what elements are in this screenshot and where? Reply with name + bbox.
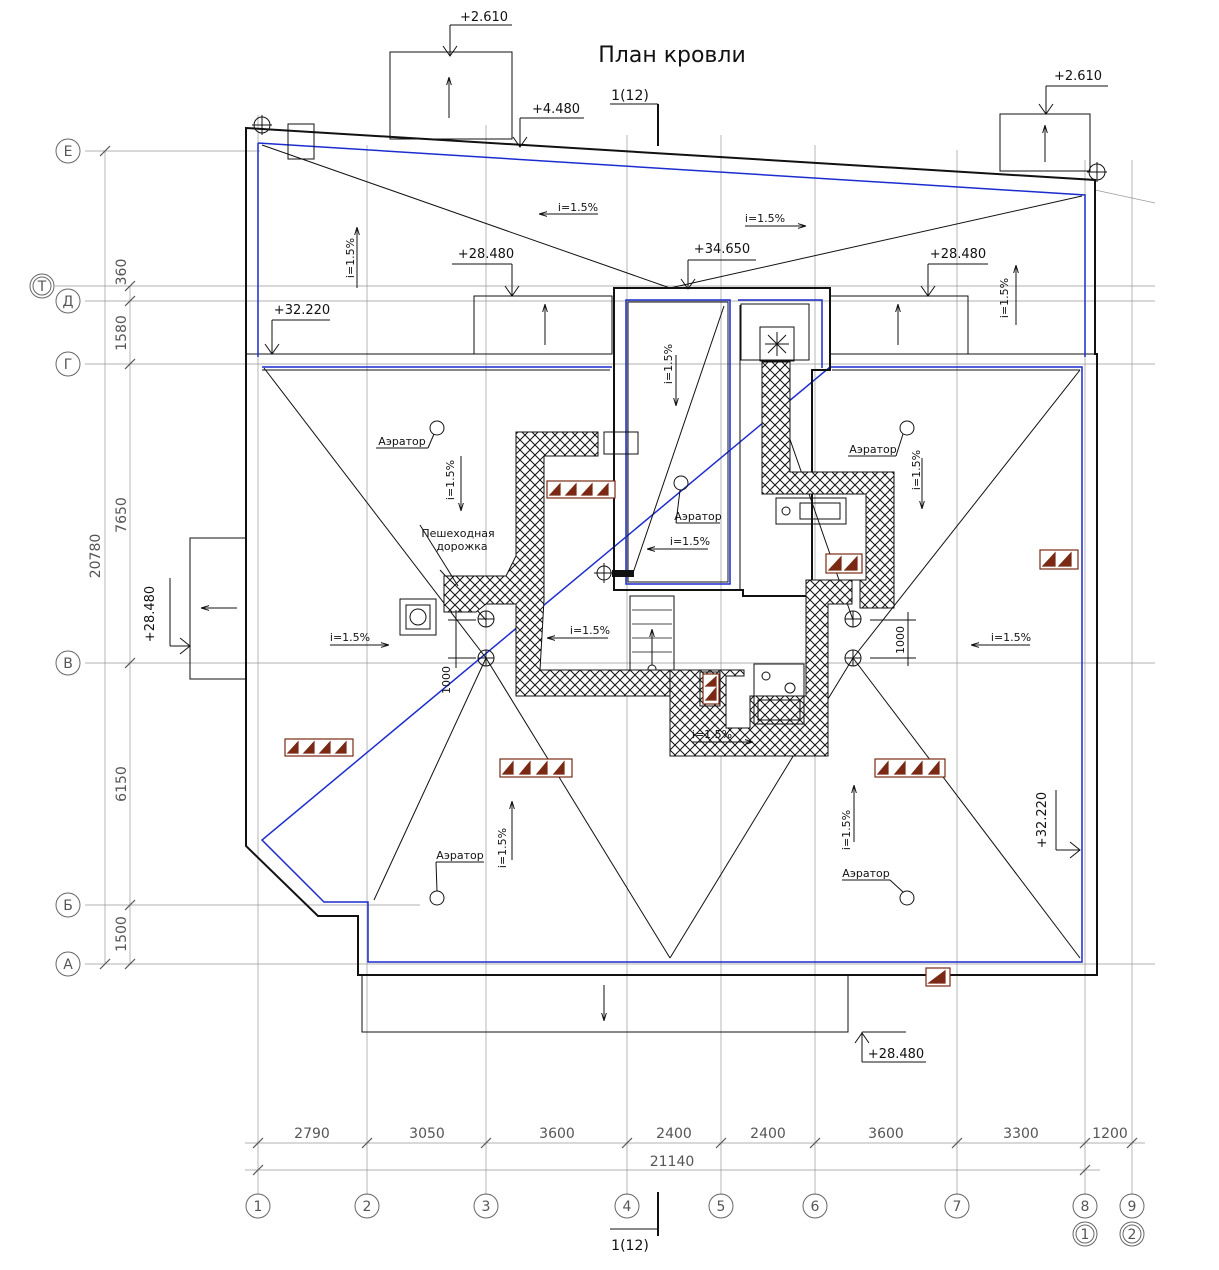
- elev-10: +28.480: [868, 1047, 924, 1062]
- dim-1200: 1200: [1092, 1126, 1128, 1142]
- elev-5: +28.480: [458, 247, 514, 262]
- dim-3600b: 3600: [868, 1126, 904, 1142]
- svg-text:Пешеходная: Пешеходная: [421, 527, 494, 540]
- dim-3050: 3050: [409, 1126, 445, 1142]
- horizontal-grid-lines: [55, 150, 1156, 965]
- axis-row-G: Г: [64, 357, 73, 373]
- axis-row-T: Т: [37, 279, 47, 295]
- slope-1: i=1.5%: [558, 201, 598, 214]
- dim-3300: 3300: [1003, 1126, 1039, 1142]
- slope-7: i=1.5%: [910, 450, 923, 490]
- slope-6: i=1.5%: [444, 460, 457, 500]
- bottom-dimensions: 2790 3050 3600 2400 2400 3600 3300 1200 …: [245, 1126, 1145, 1176]
- dim-20780: 20780: [88, 534, 104, 579]
- elev-1: +2.610: [460, 10, 508, 25]
- central-shaft: [594, 287, 831, 674]
- lower-ridge-lines: [263, 364, 1081, 959]
- axis-row-B: Б: [63, 898, 73, 914]
- dim-2400a: 2400: [656, 1126, 692, 1142]
- dim-1000-marks: 1000 1000: [440, 610, 916, 694]
- slope-11: i=1.5%: [991, 631, 1031, 644]
- axis-row-A: А: [63, 957, 73, 973]
- dim-21140: 21140: [650, 1154, 695, 1170]
- svg-text:1(12): 1(12): [611, 1238, 649, 1254]
- aerator-label-3: Аэратор: [674, 510, 721, 523]
- axis-col-5: 5: [717, 1199, 726, 1215]
- roof-drains: [477, 610, 862, 667]
- axis-col-2: 2: [363, 1199, 372, 1215]
- dim-1500: 1500: [114, 916, 130, 952]
- axis-row-E: Е: [64, 144, 73, 160]
- elev-4: +34.650: [694, 242, 750, 257]
- slope-8: i=1.5%: [670, 535, 710, 548]
- axis-col-6: 6: [811, 1199, 820, 1215]
- axis-col-8: 8: [1081, 1199, 1090, 1215]
- svg-text:1(12): 1(12): [611, 88, 649, 104]
- svg-text:1000: 1000: [440, 666, 453, 694]
- section-mark-bottom: 1(12): [610, 1192, 659, 1254]
- vertical-grid-lines: [257, 115, 1133, 1195]
- column-axis-labels: 1 2 3 4 5 6 7 8 9 1 2: [245, 1193, 1145, 1247]
- pedestrian-walkways: [443, 361, 895, 757]
- walkway-label: Пешеходная дорожка: [419, 524, 495, 587]
- slope-5: i=1.5%: [662, 344, 675, 384]
- dim-360: 360: [114, 259, 130, 286]
- upper-ridge-lines: [261, 144, 1083, 289]
- slope-14: i=1.5%: [840, 810, 853, 850]
- axis-col-9: 9: [1128, 1199, 1137, 1215]
- slope-3: i=1.5%: [344, 238, 357, 278]
- slope-13: i=1.5%: [496, 828, 509, 868]
- dim-6150: 6150: [114, 766, 130, 802]
- upper-structures: [189, 51, 1107, 1033]
- aerators: Аэратор Аэратор Аэратор Аэратор Аэратор: [376, 420, 915, 906]
- axis-row-D: Д: [63, 294, 74, 310]
- elev-3: +2.610: [1054, 69, 1102, 84]
- axis-col-3: 3: [482, 1199, 491, 1215]
- dim-2790: 2790: [294, 1126, 330, 1142]
- elev-2: +4.480: [532, 102, 580, 117]
- slope-annotations: i=1.5% i=1.5% i=1.5% i=1.5% i=1.5% i=1.5…: [330, 201, 1031, 868]
- axis-col-7: 7: [953, 1199, 962, 1215]
- dim-3600a: 3600: [539, 1126, 575, 1142]
- elev-6: +28.480: [930, 247, 986, 262]
- section-mark-top: 1(12): [610, 88, 659, 146]
- plan-title: План кровли: [598, 43, 746, 68]
- slope-9: i=1.5%: [570, 624, 610, 637]
- brown-markers: [284, 480, 1079, 987]
- axis-col-4: 4: [623, 1199, 632, 1215]
- slope-4: i=1.5%: [998, 278, 1011, 318]
- aerator-label-4: Аэратор: [436, 849, 483, 862]
- aerator-label-2: Аэратор: [849, 443, 896, 456]
- equipment: [399, 497, 847, 725]
- axis-row-V: В: [63, 656, 73, 672]
- dim-2400b: 2400: [750, 1126, 786, 1142]
- svg-text:1000: 1000: [894, 626, 907, 654]
- dim-1580: 1580: [114, 315, 130, 351]
- svg-text:дорожка: дорожка: [436, 540, 487, 553]
- aerator-label-1: Аэратор: [378, 435, 425, 448]
- row-axis-labels: Е Т Д Г В Б А: [29, 138, 81, 977]
- elevation-marks: +2.610 +4.480 +2.610 +34.650 +28.480 +28…: [143, 10, 1108, 1063]
- axis-col-1: 1: [254, 1199, 263, 1215]
- axis-col-9-sub: 2: [1128, 1227, 1137, 1243]
- axis-col-8-sub: 1: [1081, 1227, 1090, 1243]
- slope-12: i=1.5%: [692, 728, 732, 741]
- aerator-label-5: Аэратор: [842, 867, 889, 880]
- left-dimensions: 360 1580 7650 20780 6150 1500: [88, 145, 136, 970]
- slope-10: i=1.5%: [330, 631, 370, 644]
- dim-7650: 7650: [114, 497, 130, 533]
- elev-8: +28.480: [143, 586, 158, 642]
- elev-7: +32.220: [274, 303, 330, 318]
- slope-2: i=1.5%: [745, 212, 785, 225]
- elev-9: +32.220: [1035, 792, 1050, 848]
